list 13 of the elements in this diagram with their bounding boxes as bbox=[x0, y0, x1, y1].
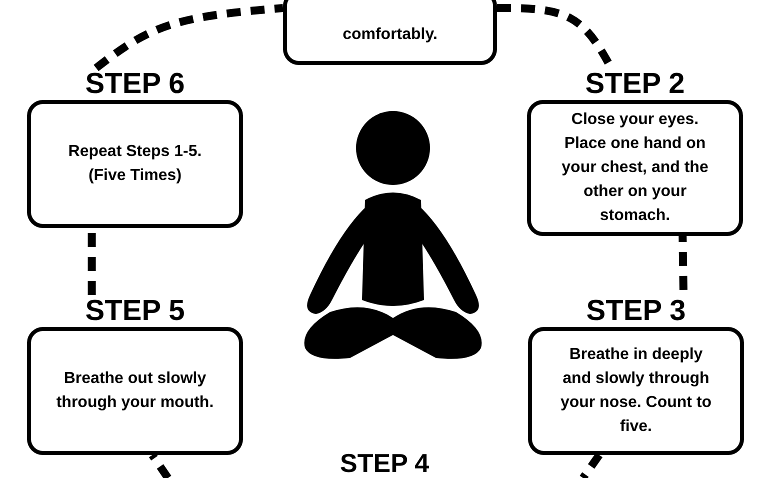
step-heading: STEP 3 bbox=[586, 295, 686, 327]
step-text: Breathe out slowly through your mouth. bbox=[55, 369, 215, 413]
step-text: Repeat Steps 1-5. (Five Times) bbox=[67, 142, 203, 186]
step-text: comfortably. bbox=[342, 25, 438, 45]
step-heading: STEP 6 bbox=[85, 68, 185, 100]
step-text: Close your eyes. Place one hand on your chest, and the other on your stomach. bbox=[560, 110, 710, 226]
dashed-connector bbox=[580, 452, 603, 478]
step-text: Breathe in deeply and slowly through your nose. Count to five. bbox=[559, 345, 713, 437]
dashed-connector bbox=[94, 4, 284, 72]
step-heading: STEP 4 bbox=[340, 449, 430, 477]
step-heading: STEP 2 bbox=[585, 68, 685, 100]
dashed-connector bbox=[148, 452, 172, 478]
step-heading: STEP 5 bbox=[85, 295, 185, 327]
